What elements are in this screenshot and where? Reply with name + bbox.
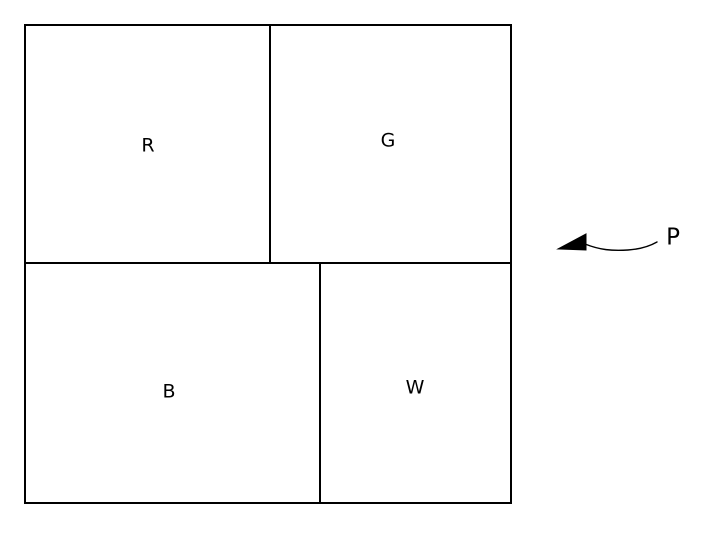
pointer-label-p: P	[666, 224, 680, 251]
region-label-g: G	[380, 129, 396, 152]
region-label-r: R	[141, 134, 155, 157]
divider-vertical-bottom	[319, 263, 321, 504]
outer-frame	[24, 24, 512, 504]
divider-horizontal	[24, 262, 512, 264]
pointer-leader-line	[584, 241, 658, 252]
pointer-arrowhead-icon	[556, 233, 587, 251]
region-label-b: B	[162, 380, 176, 403]
region-label-w: W	[405, 376, 425, 399]
divider-vertical-top	[269, 24, 271, 263]
